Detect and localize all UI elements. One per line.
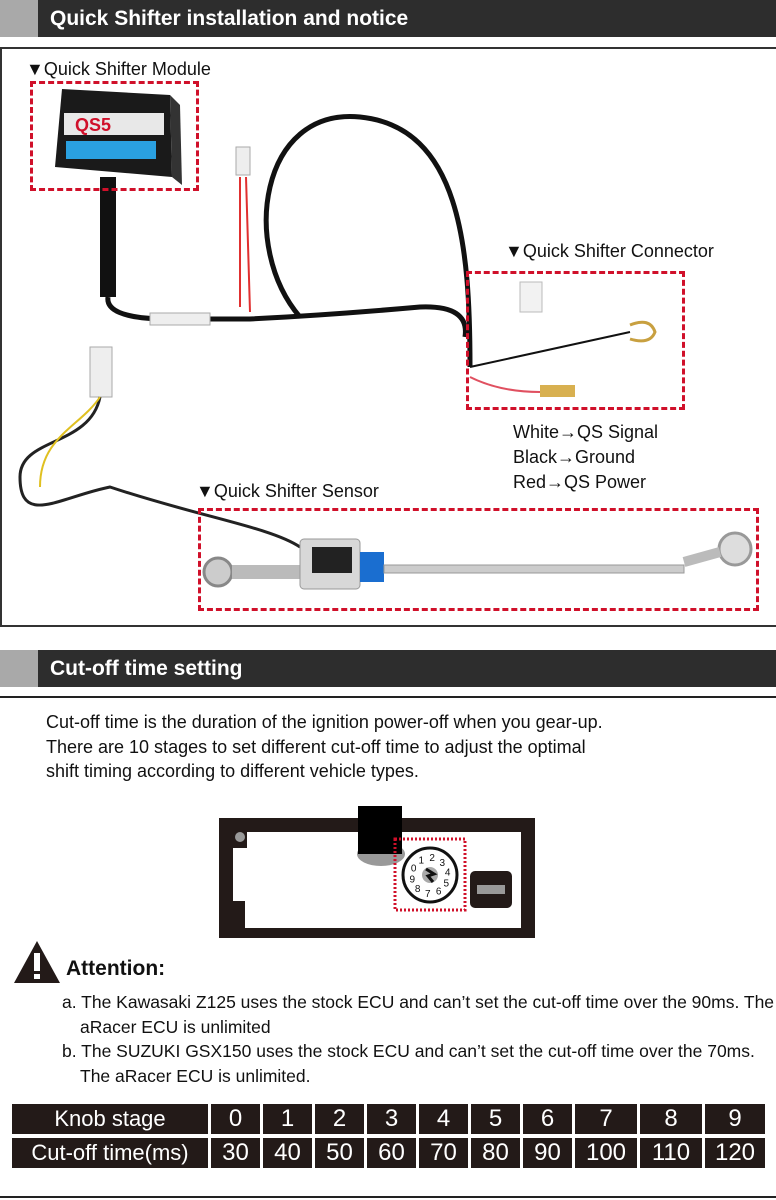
- stage-cell: 2: [315, 1104, 364, 1134]
- knob-digit: 6: [436, 887, 442, 898]
- svg-text:QS5: QS5: [75, 115, 111, 135]
- knob-digit: 0: [411, 863, 417, 874]
- stage-cell: 5: [471, 1104, 520, 1134]
- module-label: ▼Quick Shifter Module: [26, 59, 211, 79]
- cutoff-description: Cut-off time is the duration of the igni…: [46, 710, 766, 784]
- time-cell: 50: [315, 1138, 364, 1168]
- knob-digit: 1: [419, 855, 425, 866]
- time-cell: 80: [471, 1138, 520, 1168]
- note-item: b. The SUZUKI GSX150 uses the stock ECU …: [62, 1041, 755, 1086]
- section-header-cutoff: Cut-off time setting: [0, 650, 776, 687]
- time-cell: 100: [575, 1138, 637, 1168]
- paragraph-line: shift timing according to different vehi…: [46, 761, 419, 781]
- time-cell: 60: [367, 1138, 416, 1168]
- stage-cell: 0: [211, 1104, 260, 1134]
- section-title: Cut-off time setting: [38, 650, 776, 687]
- connector-highlight: [466, 271, 685, 410]
- attention-notes: a. The Kawasaki Z125 uses the stock ECU …: [62, 990, 776, 1088]
- wire-red-label: Red→QS Power: [513, 472, 647, 492]
- time-cell: 90: [523, 1138, 572, 1168]
- wire-white-label: White→QS Signal: [513, 422, 659, 442]
- knob-digit: 5: [444, 879, 450, 890]
- paragraph-line: Cut-off time is the duration of the igni…: [46, 712, 603, 732]
- paragraph-line: There are 10 stages to set different cut…: [46, 736, 586, 757]
- quick-shifter-sensor-image: [202, 531, 753, 590]
- module-highlight: [30, 81, 199, 191]
- knob-digit: 8: [415, 884, 421, 895]
- stage-cell: 6: [523, 1104, 572, 1134]
- row-header: Cut-off time(ms): [12, 1138, 208, 1168]
- stage-cell: 1: [263, 1104, 312, 1134]
- installation-figure: [0, 47, 776, 627]
- time-cell: 30: [211, 1138, 260, 1168]
- sensor-highlight: [198, 508, 759, 611]
- quick-shifter-module-image: QS5: [55, 89, 182, 297]
- stage-cell: 7: [575, 1104, 637, 1134]
- header-accent: [0, 650, 38, 687]
- wire-black-label: Black→Ground: [513, 447, 636, 467]
- time-cell: 110: [640, 1138, 702, 1168]
- time-cell: 70: [419, 1138, 468, 1168]
- time-cell: 120: [705, 1138, 765, 1168]
- sensor-label: ▼Quick Shifter Sensor: [196, 481, 379, 501]
- knob-digit: 4: [445, 868, 451, 879]
- wiring-illustration: QS5: [18, 89, 753, 590]
- row-header: Knob stage: [12, 1104, 208, 1134]
- knob-digit: 2: [429, 853, 435, 864]
- section-title: Quick Shifter installation and notice: [38, 0, 776, 37]
- warning-icon: [14, 941, 60, 983]
- knob-digit: 3: [440, 858, 446, 869]
- divider: [0, 1196, 776, 1198]
- divider: [0, 696, 776, 698]
- connector-label: ▼Quick Shifter Connector: [505, 241, 714, 261]
- knob-digit: 9: [410, 874, 416, 885]
- header-accent: [0, 0, 38, 37]
- stage-cell: 9: [705, 1104, 765, 1134]
- stage-cell: 3: [367, 1104, 416, 1134]
- time-cell: 40: [263, 1138, 312, 1168]
- attention-title: Attention:: [66, 957, 166, 980]
- knob-digit: 7: [425, 889, 431, 900]
- stage-cell: 4: [419, 1104, 468, 1134]
- stage-cell: 8: [640, 1104, 702, 1134]
- section-header-installation: Quick Shifter installation and notice: [0, 0, 776, 37]
- note-item: a. The Kawasaki Z125 uses the stock ECU …: [62, 992, 775, 1037]
